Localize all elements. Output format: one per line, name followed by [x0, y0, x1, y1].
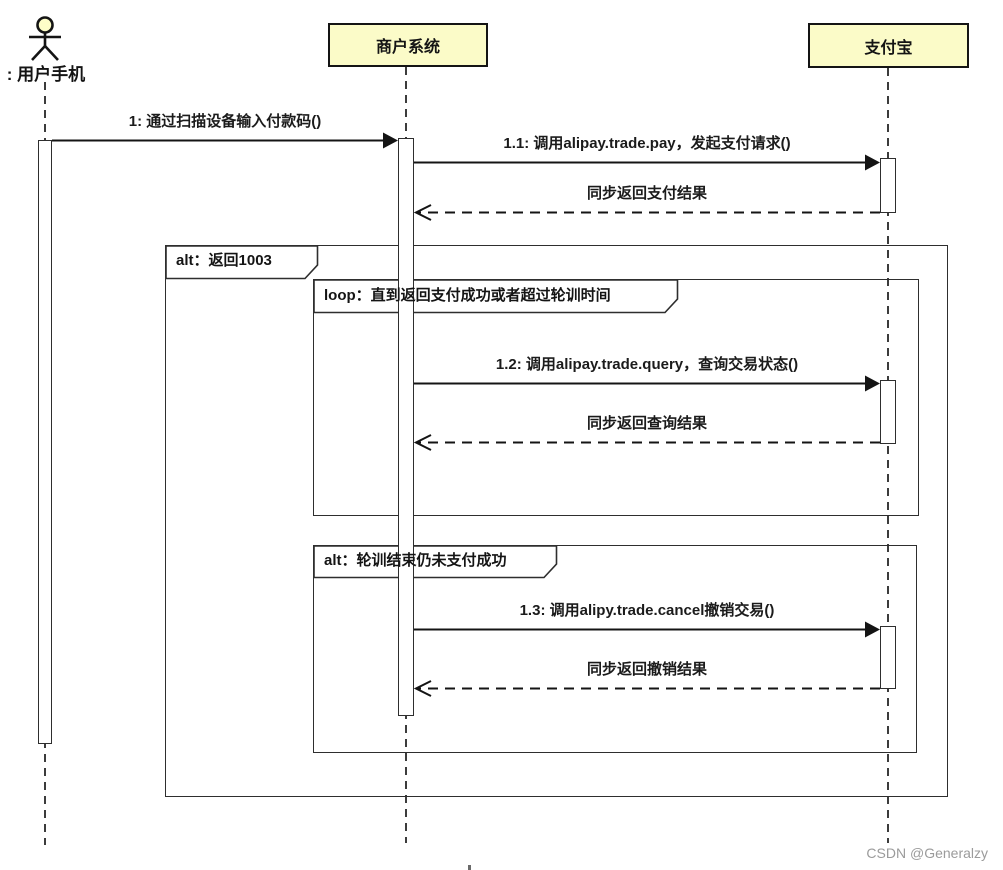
message-return-cancel-arrow — [414, 680, 880, 697]
actor-icon — [29, 16, 61, 61]
message-return-pay-arrow — [414, 204, 880, 221]
message-1-label: 1: 通过扫描设备输入付款码() — [128, 113, 322, 130]
activation-alipay-3 — [880, 626, 896, 689]
message-1-3: 1.3: 调用alipy.trade.cancel撤销交易() — [414, 600, 880, 638]
message-return-cancel: 同步返回撤销结果 — [414, 659, 880, 697]
message-return-query-arrow — [414, 434, 880, 451]
activation-alipay-1 — [880, 158, 896, 213]
message-1-1: 1.1: 调用alipay.trade.pay，发起支付请求() — [414, 133, 880, 171]
participant-merchant-system: 商户系统 — [328, 23, 488, 67]
bottom-tick-mark — [468, 865, 471, 870]
participant-alipay-label: 支付宝 — [864, 39, 913, 57]
activation-alipay-2 — [880, 380, 896, 444]
message-return-query: 同步返回查询结果 — [414, 413, 880, 451]
message-return-pay: 同步返回支付结果 — [414, 183, 880, 221]
watermark: CSDN @Generalzy — [866, 845, 988, 861]
participant-alipay: 支付宝 — [808, 23, 969, 68]
message-1-arrow — [52, 132, 398, 149]
lifeline-alipay — [887, 68, 889, 843]
fragment-alt-outer-label: alt：返回1003 — [176, 252, 272, 269]
actor-label: : 用户手机 — [6, 65, 86, 84]
participant-merchant-system-label: 商户系统 — [375, 39, 440, 56]
message-1-1-label: 1.1: 调用alipay.trade.pay，发起支付请求() — [503, 135, 791, 152]
message-return-pay-label: 同步返回支付结果 — [586, 185, 707, 202]
fragment-alt-inner-label: alt：轮训结束仍未支付成功 — [324, 552, 507, 569]
fragment-alt-outer-tab — [165, 245, 319, 280]
message-1-2: 1.2: 调用alipay.trade.query，查询交易状态() — [414, 354, 880, 392]
message-1-1-arrow — [414, 154, 880, 171]
message-1-2-arrow — [414, 375, 880, 392]
message-1-3-arrow — [414, 621, 880, 638]
activation-user-phone — [38, 140, 52, 744]
message-1-2-label: 1.2: 调用alipay.trade.query，查询交易状态() — [495, 356, 799, 373]
fragment-alt-inner-tab — [313, 545, 558, 579]
message-1: 1: 通过扫描设备输入付款码() — [52, 111, 398, 149]
message-return-cancel-label: 同步返回撤销结果 — [586, 661, 707, 678]
message-1-3-label: 1.3: 调用alipy.trade.cancel撤销交易() — [519, 602, 775, 619]
fragment-loop-label: loop：直到返回支付成功或者超过轮训时间 — [324, 287, 611, 304]
fragment-alt-inner — [313, 545, 917, 753]
activation-merchant-system — [398, 138, 414, 716]
fragment-alt-outer — [165, 245, 948, 797]
message-return-query-label: 同步返回查询结果 — [586, 415, 707, 432]
